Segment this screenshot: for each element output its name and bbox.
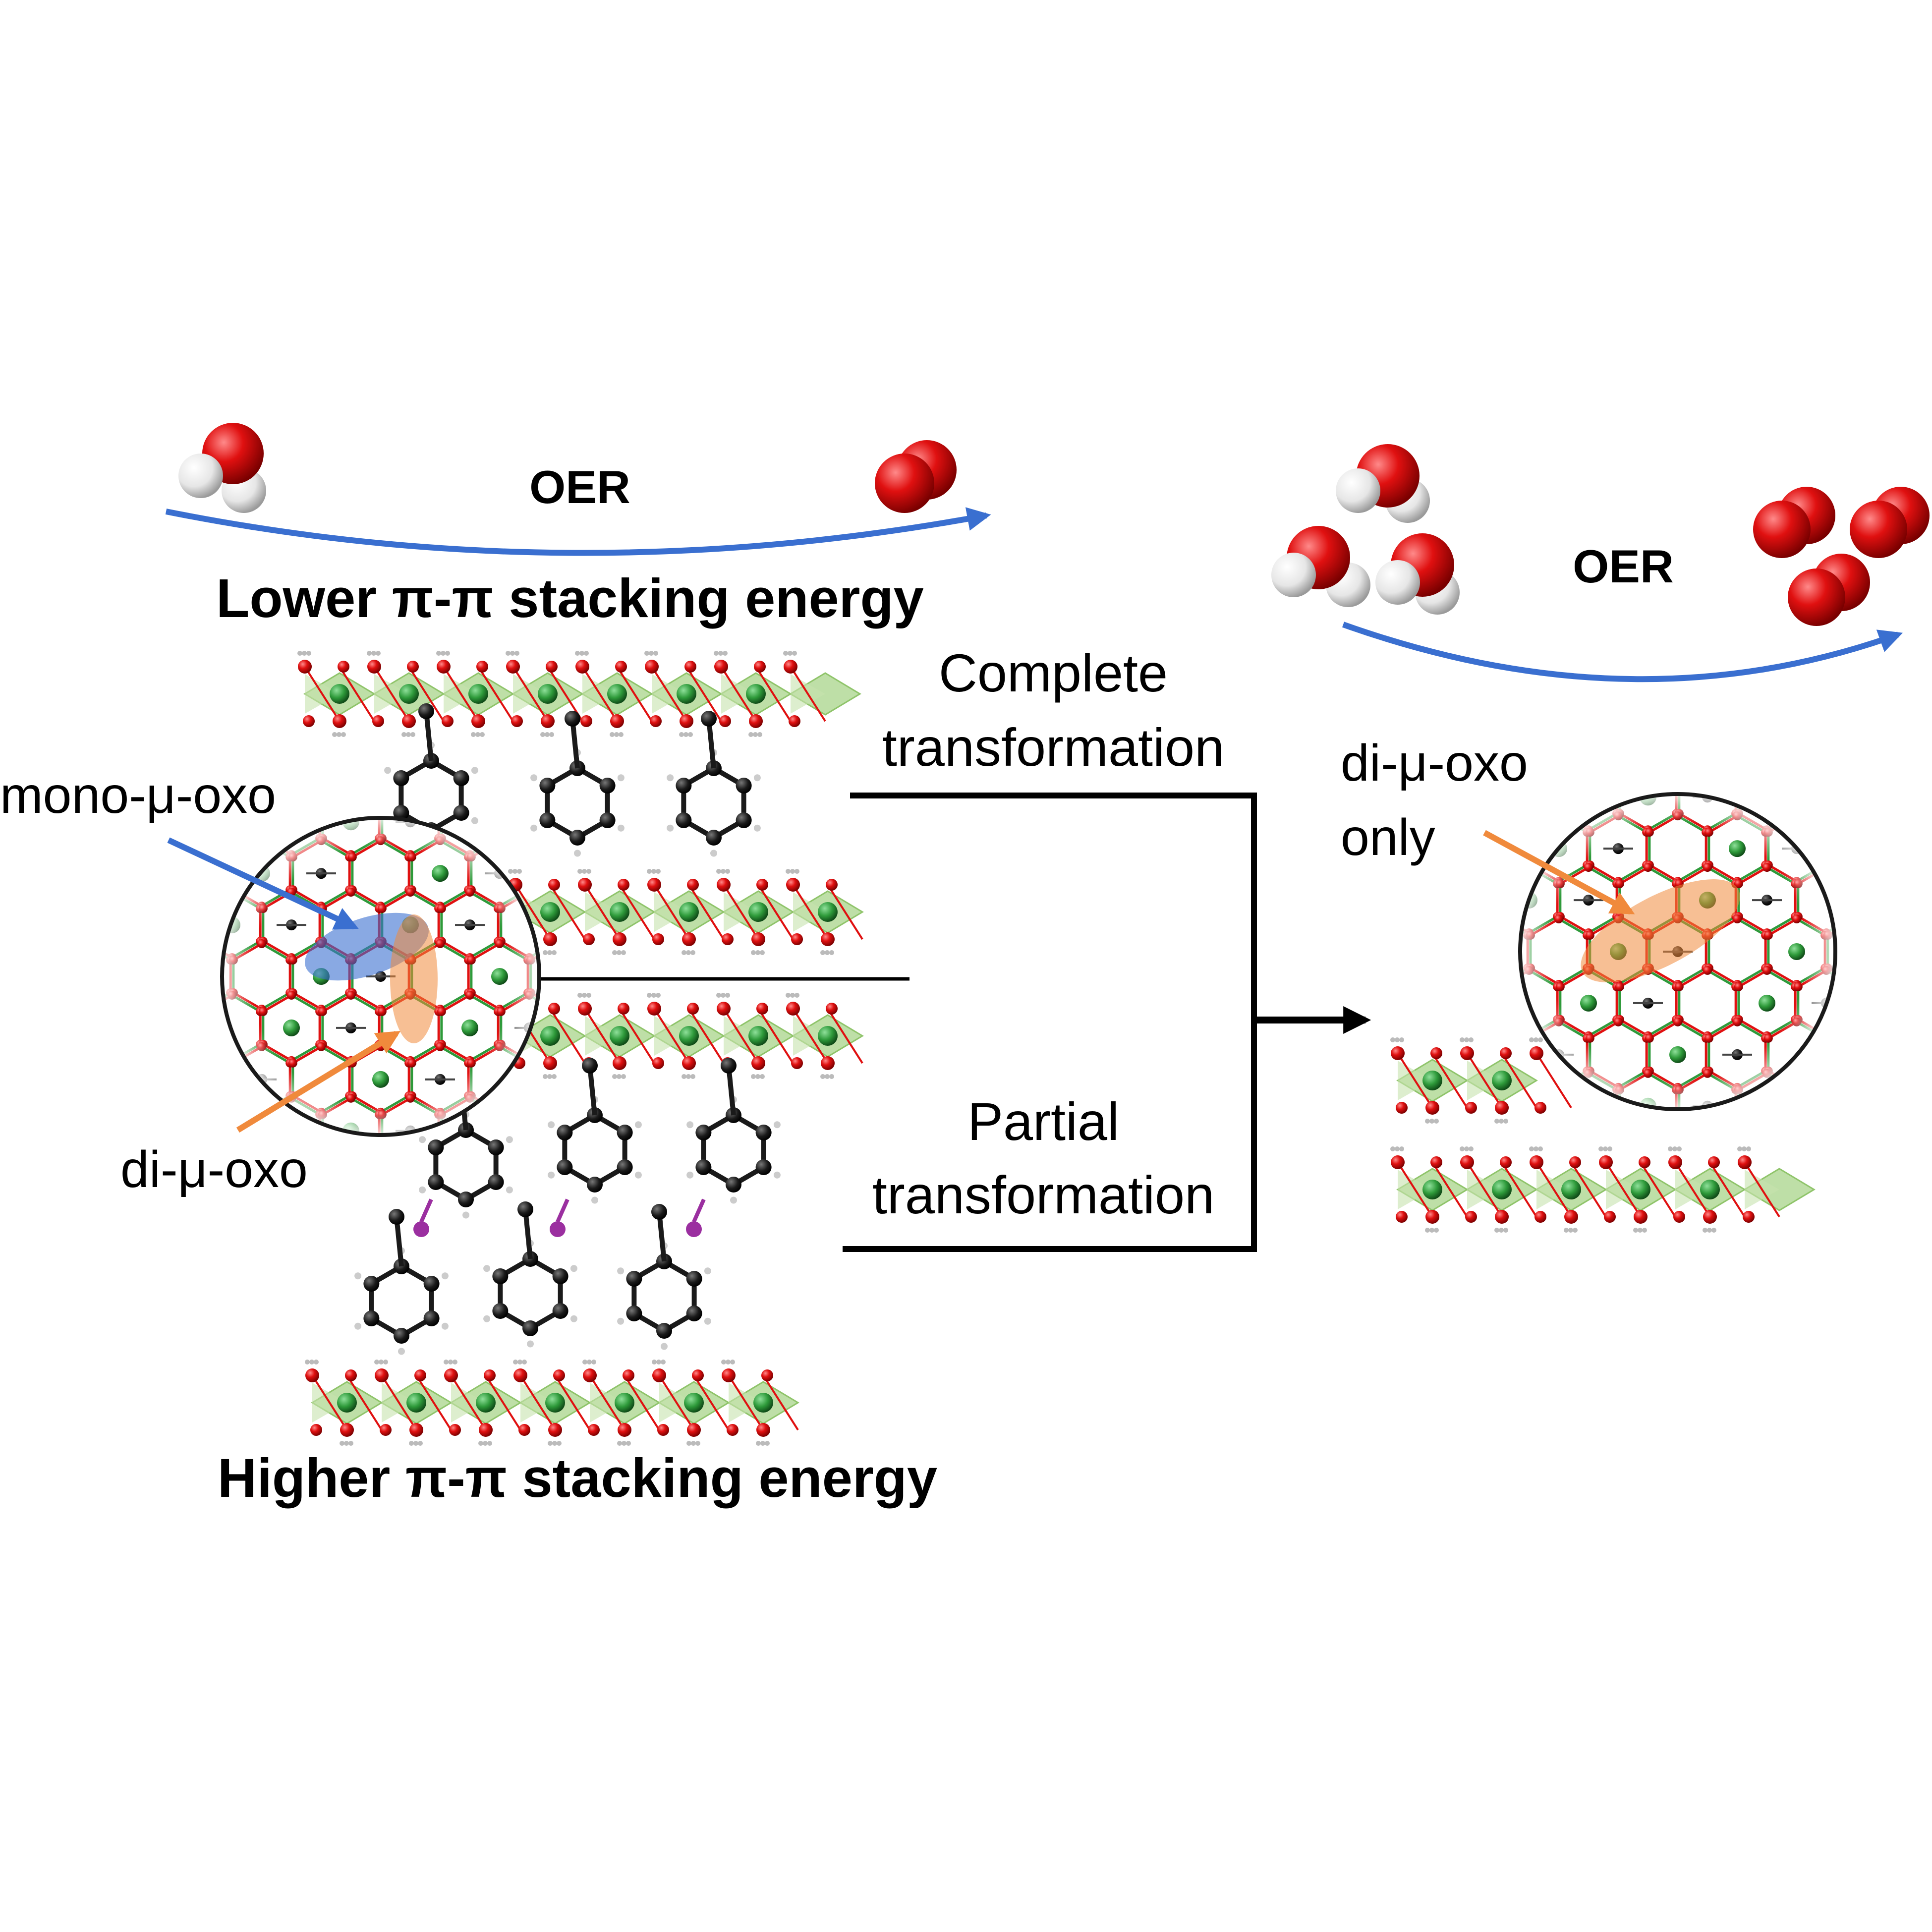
oer-arrow-left bbox=[165, 507, 991, 556]
benzene-ring bbox=[548, 1096, 642, 1204]
partial-label-1: Partial bbox=[967, 1091, 1119, 1151]
benzene-ring bbox=[530, 749, 625, 857]
benzene-ring bbox=[483, 1240, 577, 1348]
oer-arrow-right bbox=[1342, 622, 1903, 682]
di-oxo-label-right-2: only bbox=[1341, 809, 1435, 866]
complete-label-2: transformation bbox=[882, 717, 1224, 777]
oxygen-molecule-left bbox=[875, 440, 957, 513]
higher-stacking-energy-label: Higher π-π stacking energy bbox=[218, 1448, 937, 1509]
product-layer-upper bbox=[1390, 1037, 1572, 1124]
product-layer-lower bbox=[1390, 1146, 1816, 1233]
oer-label-right: OER bbox=[1573, 540, 1674, 592]
di-oxo-label-right-1: di-μ-oxo bbox=[1341, 735, 1528, 792]
lower-stacking-energy-label: Lower π-π stacking energy bbox=[216, 568, 924, 629]
oxygen-molecules-right bbox=[1753, 487, 1930, 626]
mono-oxo-label: mono-μ-oxo bbox=[0, 767, 276, 824]
benzene-ring bbox=[686, 1096, 781, 1204]
octahedral-layer-bottom bbox=[305, 1360, 799, 1446]
di-oxo-label-left: di-μ-oxo bbox=[120, 1141, 308, 1198]
oer-label-left: OER bbox=[529, 461, 630, 513]
octahedral-layer-middle-lower bbox=[508, 993, 864, 1079]
partial-label-2: transformation bbox=[872, 1165, 1214, 1225]
zoom-circle-right bbox=[1518, 792, 1837, 1111]
nioooh-layers-right bbox=[1390, 1037, 1816, 1233]
mof-layers-left bbox=[297, 651, 864, 1446]
water-molecules-right bbox=[1271, 444, 1460, 615]
di-oxo-arrow-right bbox=[1483, 830, 1635, 915]
complete-label-1: Complete bbox=[939, 643, 1168, 703]
mono-oxo-arrow bbox=[167, 837, 359, 930]
zoom-circle-left bbox=[220, 816, 541, 1137]
di-oxo-arrow-left bbox=[236, 1030, 401, 1133]
transformation-connectors bbox=[540, 793, 1371, 1252]
octahedral-layer-middle-upper bbox=[508, 869, 864, 955]
octahedral-layer-top bbox=[297, 651, 861, 737]
organic-linkers-left bbox=[354, 703, 781, 1355]
water-molecule-left bbox=[178, 423, 266, 513]
